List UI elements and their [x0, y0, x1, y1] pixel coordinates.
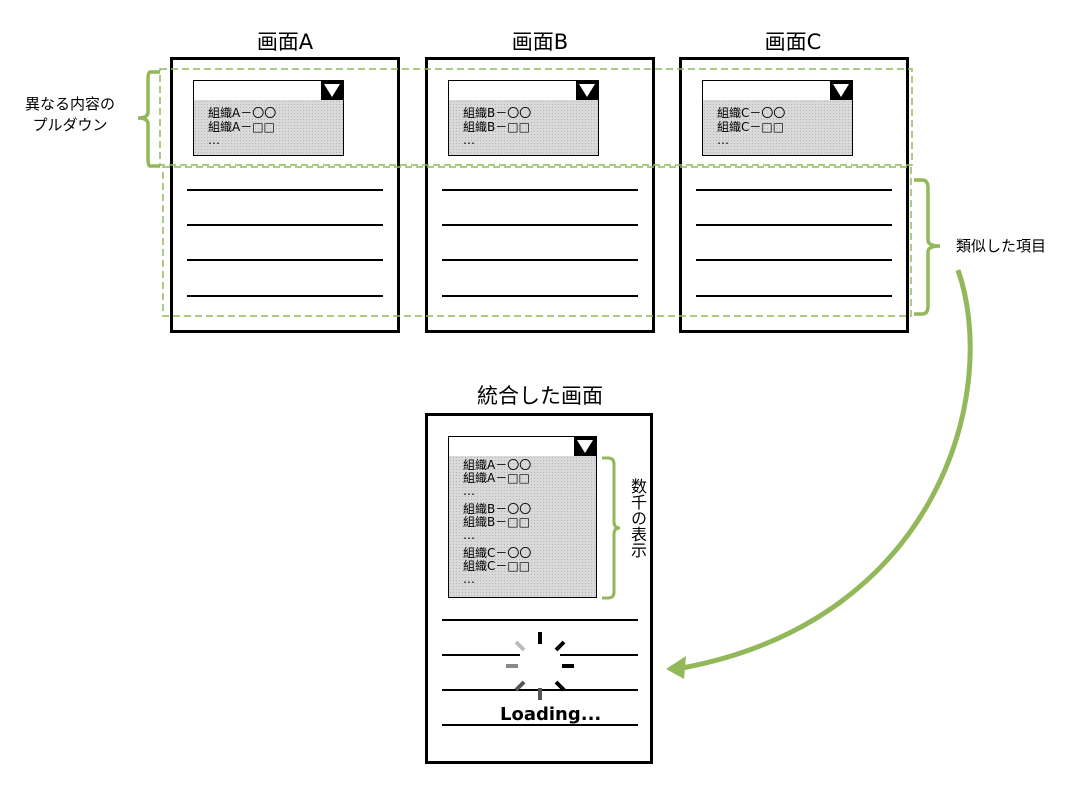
curved-arrow-icon: [681, 269, 973, 671]
field-line: [187, 295, 383, 297]
dropdown-option: …: [463, 133, 475, 147]
merged-screen-title: 統合した画面: [477, 384, 603, 408]
field-line: [442, 224, 638, 226]
dropdown-list: 組織A－〇〇 組織A－□□ …: [194, 100, 343, 155]
dropdown-option[interactable]: 組織B－〇〇: [463, 106, 532, 120]
dropdown-option: …: [463, 572, 475, 586]
dropdown-option: …: [717, 133, 729, 147]
thousands-display-label: 数千の表示: [628, 478, 647, 558]
different-pulldown-label: 異なる内容の プルダウン: [6, 94, 134, 136]
dropdown-arrow-icon[interactable]: [321, 81, 343, 100]
dropdown-option[interactable]: 組織C－〇〇: [717, 106, 786, 120]
loading-text: Loading...: [500, 704, 602, 725]
dropdown-list: 組織B－〇〇 組織B－□□ …: [449, 100, 598, 155]
field-line: [442, 295, 638, 297]
field-line: [187, 189, 383, 191]
field-line: [442, 724, 638, 726]
different-pulldown-label-line2: プルダウン: [32, 116, 108, 134]
dropdown-arrow-icon[interactable]: [576, 81, 598, 100]
dropdown-option[interactable]: 組織A－〇〇: [208, 106, 277, 120]
field-line: [696, 295, 892, 297]
dropdown-option: …: [463, 484, 475, 498]
dropdown-option[interactable]: 組織B－□□: [463, 515, 530, 529]
thousands-bracket: [602, 456, 621, 600]
pulldown-dashed-region: [159, 68, 913, 166]
similar-items-dashed-region: [162, 166, 912, 317]
arrowhead-icon: [666, 656, 686, 679]
field-line: [696, 189, 892, 191]
dropdown-option[interactable]: 組織B－〇〇: [463, 502, 532, 516]
field-line: [696, 224, 892, 226]
screen-title-a: 画面A: [256, 30, 314, 54]
field-line: [442, 259, 638, 261]
screen-c-dropdown[interactable]: 組織C－〇〇 組織C－□□ …: [702, 80, 853, 156]
dropdown-option[interactable]: 組織A－□□: [463, 471, 530, 485]
screen-b-dropdown[interactable]: 組織B－〇〇 組織B－□□ …: [448, 80, 599, 156]
dropdown-option[interactable]: 組織C－〇〇: [463, 546, 532, 560]
loading-spinner-icon: [506, 632, 574, 700]
dropdown-list: 組織A－〇〇 組織A－□□ … 組織B－〇〇 組織B－□□ … 組織C－〇〇 組…: [449, 456, 596, 597]
dropdown-option: …: [208, 133, 220, 147]
field-line: [696, 259, 892, 261]
dropdown-list: 組織C－〇〇 組織C－□□ …: [703, 100, 852, 155]
field-line: [442, 189, 638, 191]
screen-a-dropdown[interactable]: 組織A－〇〇 組織A－□□ …: [193, 80, 344, 156]
dropdown-option[interactable]: 組織A－〇〇: [463, 458, 532, 472]
dropdown-option[interactable]: 組織A－□□: [208, 120, 275, 134]
dropdown-option[interactable]: 組織C－□□: [717, 120, 785, 134]
different-pulldown-label-line1: 異なる内容の: [24, 95, 115, 113]
dropdown-option[interactable]: 組織C－□□: [463, 559, 531, 573]
similar-items-bracket: [914, 178, 941, 316]
field-line: [187, 259, 383, 261]
dropdown-option[interactable]: 組織B－□□: [463, 120, 530, 134]
field-line: [187, 224, 383, 226]
dropdown-arrow-icon[interactable]: [830, 81, 852, 100]
field-line: [442, 619, 638, 621]
merged-dropdown[interactable]: 組織A－〇〇 組織A－□□ … 組織B－〇〇 組織B－□□ … 組織C－〇〇 組…: [448, 436, 597, 598]
pulldown-bracket: [137, 70, 160, 168]
dropdown-option: …: [463, 528, 475, 542]
screen-title-b: 画面B: [511, 30, 569, 54]
screen-title-c: 画面C: [764, 30, 822, 54]
dropdown-arrow-icon[interactable]: [574, 437, 596, 456]
similar-items-label: 類似した項目: [956, 237, 1047, 255]
